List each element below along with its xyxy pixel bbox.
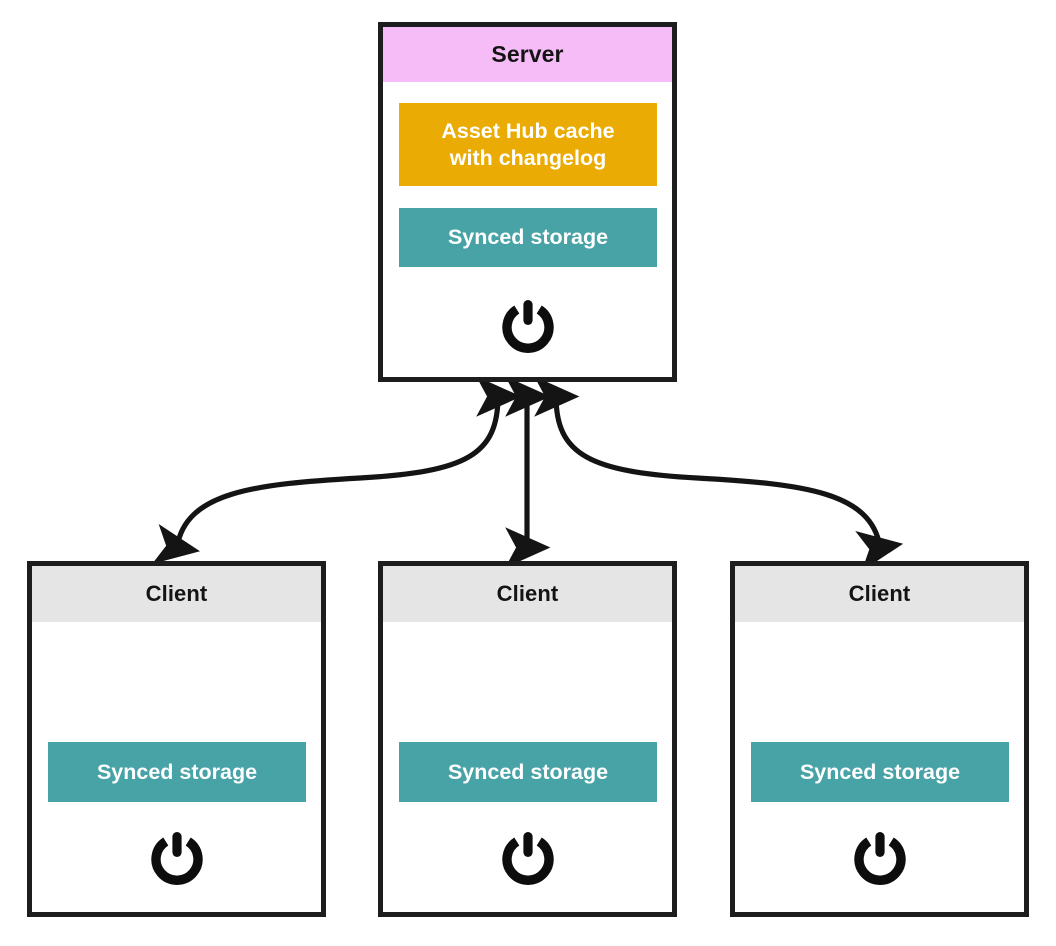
client-node-1[interactable]: Client Synced storage: [27, 561, 326, 917]
cache-label-line-2: with changelog: [449, 145, 607, 170]
power-icon: [854, 832, 906, 886]
client-2-synced-storage-label: Synced storage: [447, 759, 609, 784]
cache-label-line-1: Asset Hub cache: [441, 118, 615, 143]
client-3-synced-storage-label: Synced storage: [799, 759, 961, 784]
server-synced-storage-label: Synced storage: [447, 225, 609, 249]
client-1-synced-storage-chip[interactable]: Synced storage: [48, 742, 306, 802]
client-2-synced-storage-chip[interactable]: Synced storage: [399, 742, 657, 802]
server-synced-storage-chip[interactable]: Synced storage: [399, 208, 657, 267]
server-asset-hub-cache-chip[interactable]: Asset Hub cache with changelog: [399, 103, 657, 186]
server-node[interactable]: Server Asset Hub cache with changelog Sy…: [378, 22, 677, 382]
client-header-1: Client: [32, 566, 321, 622]
power-icon: [151, 832, 203, 886]
connector-server-client-1: [152, 376, 522, 564]
server-header: Server: [383, 27, 672, 82]
power-icon: [502, 300, 554, 354]
connector-server-client-3: [534, 376, 904, 572]
client-header-2: Client: [383, 566, 672, 622]
client-header-3: Client: [735, 566, 1024, 622]
client-node-2[interactable]: Client Synced storage: [378, 561, 677, 917]
client-1-synced-storage-label: Synced storage: [96, 759, 258, 784]
power-icon: [502, 832, 554, 886]
client-node-3[interactable]: Client Synced storage: [730, 561, 1029, 917]
client-3-synced-storage-chip[interactable]: Synced storage: [751, 742, 1009, 802]
